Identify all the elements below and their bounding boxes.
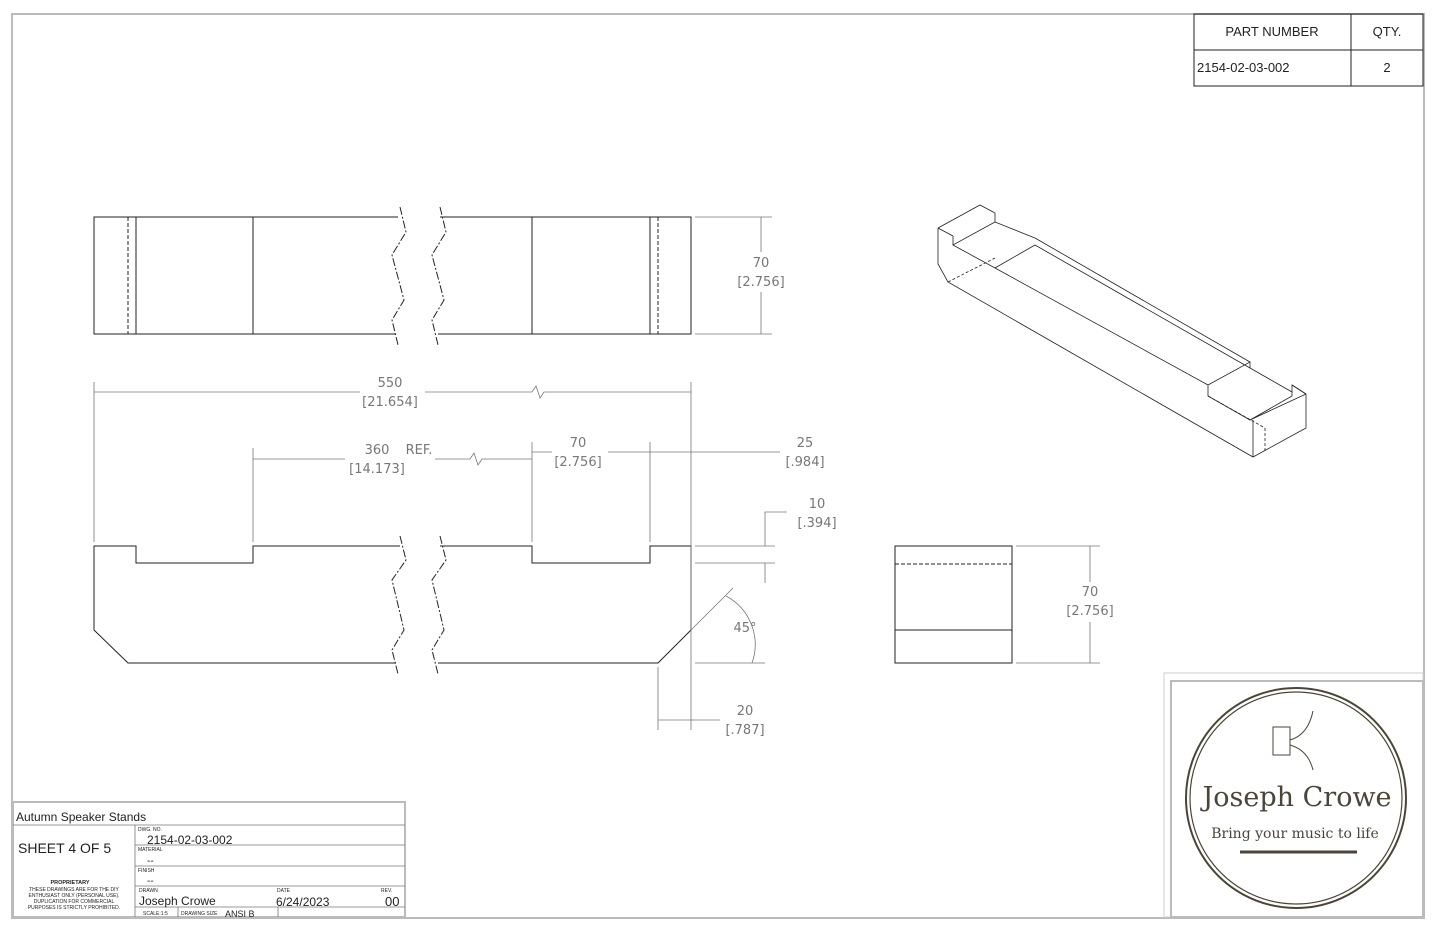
size-label: DRAWING SIZE (181, 911, 218, 917)
side-view: 70 [2.756] (894, 545, 1114, 664)
rev: 00 (385, 894, 399, 909)
logo-block: Joseph Crowe Bring your music to life (1163, 672, 1424, 918)
dim-550: 550 (378, 376, 403, 391)
dim-360: 360 (365, 443, 390, 458)
proprietary-line: PURPOSES IS STRICTLY PROHIBITED. (28, 905, 120, 911)
dim-10: 10 (809, 497, 826, 512)
header-qty: QTY. (1373, 24, 1402, 39)
proprietary-title: PROPRIETARY (50, 880, 89, 886)
dim-550-in: [21.654] (362, 395, 418, 410)
front-view: 550 [21.654] 360 REF. [14.173] 70 [2.756… (93, 376, 837, 738)
drawn-by: Joseph Crowe (139, 894, 216, 908)
logo-name: Joseph Crowe (1199, 782, 1391, 813)
project-title: Autumn Speaker Stands (16, 810, 146, 824)
top-view: 70 [2.756] (93, 206, 785, 346)
cell-part-number: 2154-02-03-002 (1197, 60, 1290, 75)
drawn-label: DRAWN (139, 888, 158, 894)
dim-height-in: [2.756] (737, 275, 784, 290)
sheet-number: SHEET 4 OF 5 (18, 840, 111, 856)
finish-label: FINISH (138, 868, 155, 874)
sheet-border (11, 13, 1425, 919)
logo-tagline: Bring your music to life (1211, 826, 1379, 842)
finish: -- (147, 876, 154, 887)
rev-label: REV. (381, 888, 392, 894)
proprietary-line: ENTHUSIAST ONLY (PERSONAL USE). (29, 893, 120, 899)
material: -- (147, 856, 154, 867)
isometric-view (937, 204, 1307, 458)
proprietary-line: DUPLICATION FOR COMMERCIAL (34, 899, 115, 905)
dim-side-mm: 70 (1082, 585, 1099, 600)
dim-side-in: [2.756] (1066, 604, 1113, 619)
dim-notch: 70 (570, 436, 587, 451)
dim-360-in: [14.173] (349, 462, 405, 477)
parts-table: PART NUMBER QTY. 2154-02-03-002 2 (1193, 13, 1424, 87)
date: 6/24/2023 (276, 895, 330, 909)
dim-20-in: [.787] (725, 723, 764, 738)
dim-notch-in: [2.756] (554, 455, 601, 470)
cell-qty: 2 (1383, 60, 1390, 75)
dim-10-in: [.394] (797, 516, 836, 531)
header-part-number: PART NUMBER (1225, 24, 1318, 39)
dim-20: 20 (737, 704, 754, 719)
title-block: Autumn Speaker Stands SHEET 4 OF 5 DWG. … (12, 801, 406, 919)
date-label: DATE (277, 888, 291, 894)
dim-25: 25 (797, 436, 814, 451)
speaker-icon (1272, 710, 1314, 771)
drawing-size: ANSI B (225, 909, 255, 919)
dwg-no: 2154-02-03-002 (147, 833, 233, 847)
scale: SCALE:1:5 (143, 911, 168, 917)
dim-height-mm: 70 (753, 256, 770, 271)
dim-25-in: [.984] (785, 455, 824, 470)
dim-45: 45° (733, 621, 756, 636)
proprietary-line: THESE DRAWINGS ARE FOR THE DIY (29, 887, 119, 893)
dim-ref: REF. (406, 443, 433, 458)
material-label: MATERIAL (138, 847, 163, 853)
dwg-no-label: DWG. NO. (138, 827, 162, 833)
